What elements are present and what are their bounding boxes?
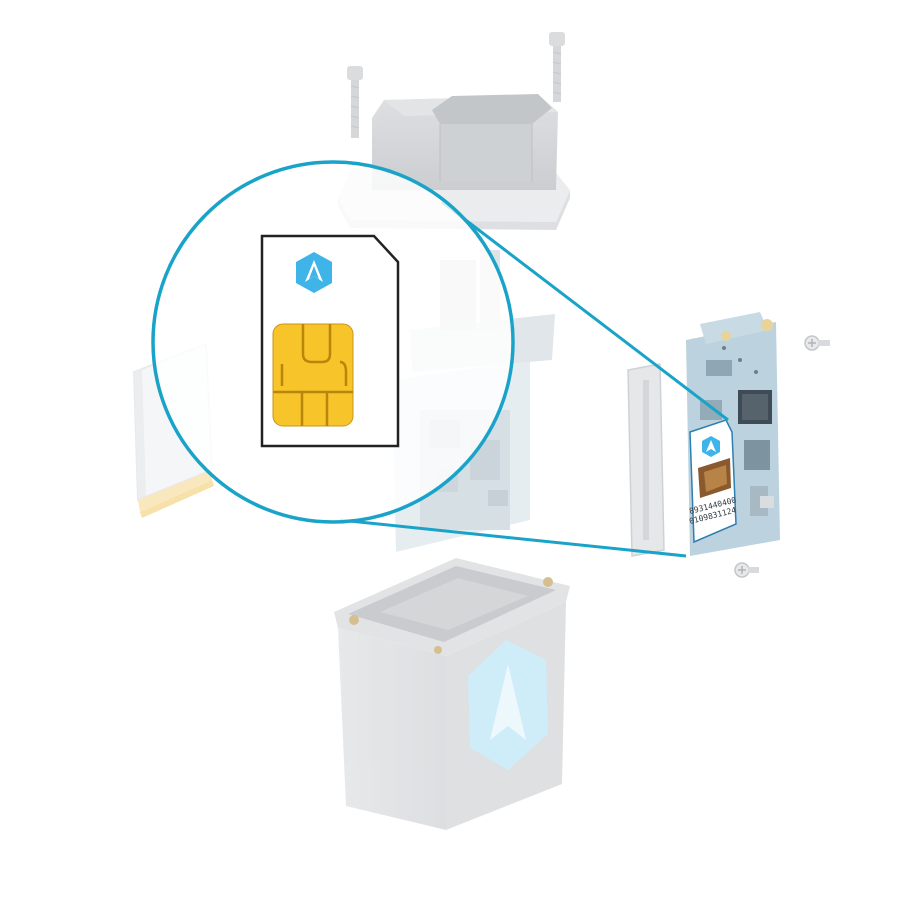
housing-logo-icon xyxy=(468,640,548,770)
screw-left xyxy=(347,66,363,138)
board-mount-hole xyxy=(761,319,773,331)
small-screw-bottom xyxy=(734,562,759,578)
board-mount-hole xyxy=(721,331,731,341)
sim-chip-icon xyxy=(272,323,354,427)
sim-card-enlarged xyxy=(260,234,400,448)
inserted-sim-card: 8931440400 0109831124 xyxy=(688,419,737,544)
brand-logo-icon xyxy=(702,436,720,457)
bottom-housing xyxy=(334,558,570,830)
brand-logo-icon xyxy=(296,252,332,293)
device-open-view: 8931440400 0109831124 xyxy=(627,312,780,557)
small-screw-top xyxy=(804,335,830,351)
screw-right xyxy=(549,32,565,102)
callout-connector xyxy=(339,200,729,558)
